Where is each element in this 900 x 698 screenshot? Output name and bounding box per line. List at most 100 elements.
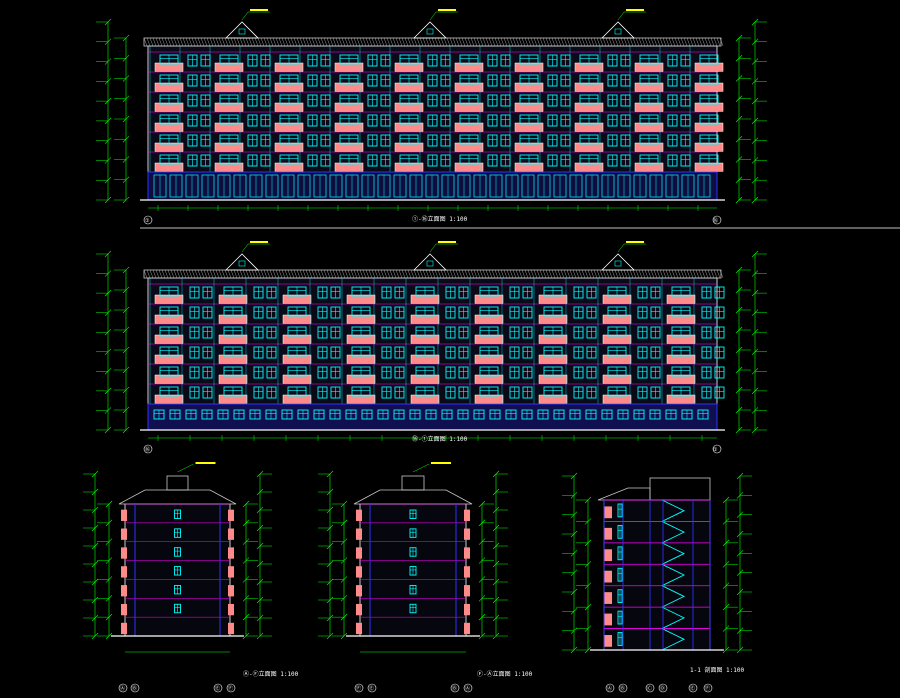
roof-tile-hatch (230, 269, 235, 279)
roof-tile-hatch (314, 269, 319, 279)
stair-tower-roof (401, 475, 425, 491)
roof-tile-hatch (563, 37, 568, 47)
roof-tile-hatch (212, 269, 217, 279)
roof-tile-hatch (689, 37, 694, 47)
gable-vent (614, 260, 622, 267)
roof-tile-hatch (713, 37, 718, 47)
roof-tile-hatch (455, 269, 460, 279)
roof-tile-hatch (605, 269, 610, 279)
roof-tile-hatch (680, 37, 685, 47)
side-balcony-right (464, 603, 470, 616)
roof-tile-hatch (269, 269, 274, 279)
roof-tile-hatch (374, 37, 379, 47)
roof-tile-hatch (686, 269, 691, 279)
roof-tile-hatch (221, 269, 226, 279)
roof-tile-hatch (185, 269, 190, 279)
roof-tile-hatch (659, 269, 664, 279)
axis-bubble (367, 683, 377, 693)
roof-tile-hatch (668, 37, 673, 47)
roof-tile-hatch (155, 37, 160, 47)
roof-tile-hatch (143, 269, 148, 279)
axis-label: Ⓔ (690, 685, 695, 692)
roof-tile-hatch (614, 269, 619, 279)
roof-tile-hatch (491, 37, 496, 47)
roof-tile-hatch (242, 37, 247, 47)
roof-tile-hatch (674, 37, 679, 47)
roof-tile-hatch (626, 37, 631, 47)
roof-tile-hatch (404, 37, 409, 47)
roof-tile-hatch (677, 37, 682, 47)
side-balcony-right (228, 585, 234, 597)
roof-tile-hatch (353, 37, 358, 47)
gable-vent (426, 260, 434, 267)
roof-tile-hatch (239, 37, 244, 47)
roof-tile-hatch (518, 269, 523, 279)
roof-tile-hatch (590, 37, 595, 47)
roof-tile-hatch (158, 269, 163, 279)
roof-tile-hatch (179, 269, 184, 279)
roof-tile-hatch (350, 269, 355, 279)
roof-tile-hatch (449, 37, 454, 47)
roof-tile-hatch (263, 37, 268, 47)
roof-tile-hatch (698, 37, 703, 47)
side-balcony-right (464, 585, 470, 597)
axis-bubble (143, 444, 153, 454)
roof-tile-hatch (452, 269, 457, 279)
roof-tile-hatch (515, 37, 520, 47)
roof-tile-hatch (293, 269, 298, 279)
roof-tile-hatch (413, 37, 418, 47)
roof-tile-hatch (206, 269, 211, 279)
front-elevation (96, 9, 767, 211)
roof-tile-hatch (203, 269, 208, 279)
side-balcony-right (228, 547, 234, 559)
roof-tile-hatch (218, 269, 223, 279)
roof-tile-hatch (434, 37, 439, 47)
axis-label: Ⓕ (356, 685, 361, 692)
roof-tile-hatch (389, 269, 394, 279)
roof-tile-hatch (395, 269, 400, 279)
roof-tile-hatch (278, 269, 283, 279)
roof-tile-hatch (374, 269, 379, 279)
roof-tile-hatch (512, 37, 517, 47)
roof-tile-hatch (398, 37, 403, 47)
roof-tile-hatch (359, 37, 364, 47)
roof-tile-hatch (653, 269, 658, 279)
roof-tile-hatch (317, 37, 322, 47)
roof-tile-hatch (662, 37, 667, 47)
roof-tile-hatch (629, 37, 634, 47)
roof-tile-hatch (356, 269, 361, 279)
roof-tile-hatch (167, 269, 172, 279)
stair-flight (661, 542, 686, 565)
axis-bubble (143, 215, 153, 225)
roof-tile-hatch (413, 269, 418, 279)
roof-tile-hatch (287, 269, 292, 279)
roof-tile-hatch (581, 37, 586, 47)
axis-bubble (712, 215, 722, 225)
roof-tile-hatch (203, 37, 208, 47)
roof-tile-hatch (308, 37, 313, 47)
side-balcony-right (464, 566, 470, 578)
roof-tile-hatch (362, 269, 367, 279)
roof-tile-hatch (161, 37, 166, 47)
side-balcony-left (356, 509, 362, 521)
roof-tile-hatch (446, 269, 451, 279)
roof-tile-hatch (407, 269, 412, 279)
side-balcony-left (356, 528, 362, 540)
roof-tile-hatch (410, 37, 415, 47)
roof-tile-hatch (284, 269, 289, 279)
roof-tile-hatch (245, 37, 250, 47)
roof-tile-hatch (344, 269, 349, 279)
note-mark (626, 9, 644, 11)
roof-tile-hatch (587, 269, 592, 279)
roof-tile-hatch (656, 269, 661, 279)
roof-tile-hatch (662, 269, 667, 279)
roof-tile-hatch (221, 37, 226, 47)
gable-vent (238, 260, 246, 267)
roof-tile-hatch (248, 269, 253, 279)
roof-tile-hatch (368, 269, 373, 279)
roof-tile-hatch (596, 37, 601, 47)
roof-tile-hatch (572, 269, 577, 279)
roof-tile-hatch (671, 37, 676, 47)
roof-tile-hatch (443, 269, 448, 279)
side-balcony-left (356, 622, 362, 635)
